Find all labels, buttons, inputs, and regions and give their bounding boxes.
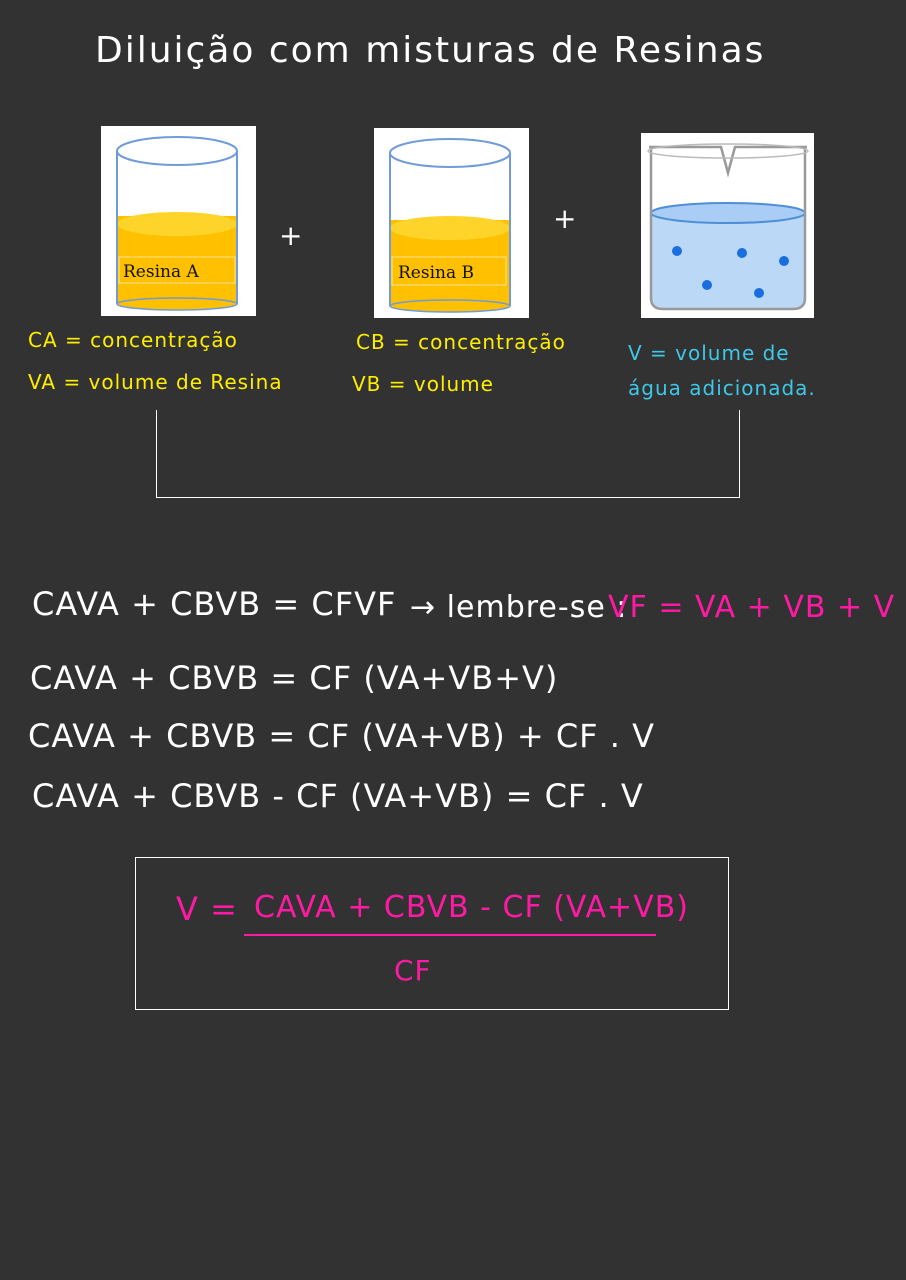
final-volume-reminder: VF = VA + VB + V: [608, 590, 896, 625]
equation-2: CAVA + CBVB = CF (VA+VB+V): [30, 659, 559, 697]
grouping-bracket: [156, 410, 740, 498]
equation-3: CAVA + CBVB = CF (VA+VB) + CF . V: [28, 717, 655, 755]
water-volume-label-line1: V = volume de: [628, 341, 790, 365]
page-title: Diluição com misturas de Resinas: [95, 30, 766, 71]
equation-1: CAVA + CBVB = CFVF: [32, 585, 397, 623]
water-beaker-image: [641, 133, 814, 318]
result-denominator: CF: [394, 954, 432, 987]
result-numerator: CAVA + CBVB - CF (VA+VB): [254, 890, 690, 925]
plus-sign: +: [279, 219, 303, 252]
resin-b-tag: Resina B: [398, 263, 474, 283]
fraction-bar: [244, 934, 656, 936]
volume-b-label: VB = volume: [352, 372, 494, 396]
water-volume-label-line2: água adicionada.: [628, 376, 816, 400]
concentration-b-label: CB = concentração: [356, 330, 566, 354]
resin-a-tag: Resina A: [123, 262, 200, 282]
resin-a-beaker-image: Resina A: [101, 126, 256, 316]
resin-b-beaker-image: Resina B: [374, 128, 529, 318]
equation-4: CAVA + CBVB - CF (VA+VB) = CF . V: [32, 777, 644, 815]
result-box: V = CAVA + CBVB - CF (VA+VB) CF: [135, 857, 729, 1010]
volume-a-label: VA = volume de Resina: [28, 370, 283, 394]
plus-sign: +: [553, 202, 577, 235]
concentration-a-label: CA = concentração: [28, 328, 238, 352]
equation-1-note: → lembre-se :: [410, 590, 628, 625]
result-lhs: V =: [176, 890, 238, 928]
